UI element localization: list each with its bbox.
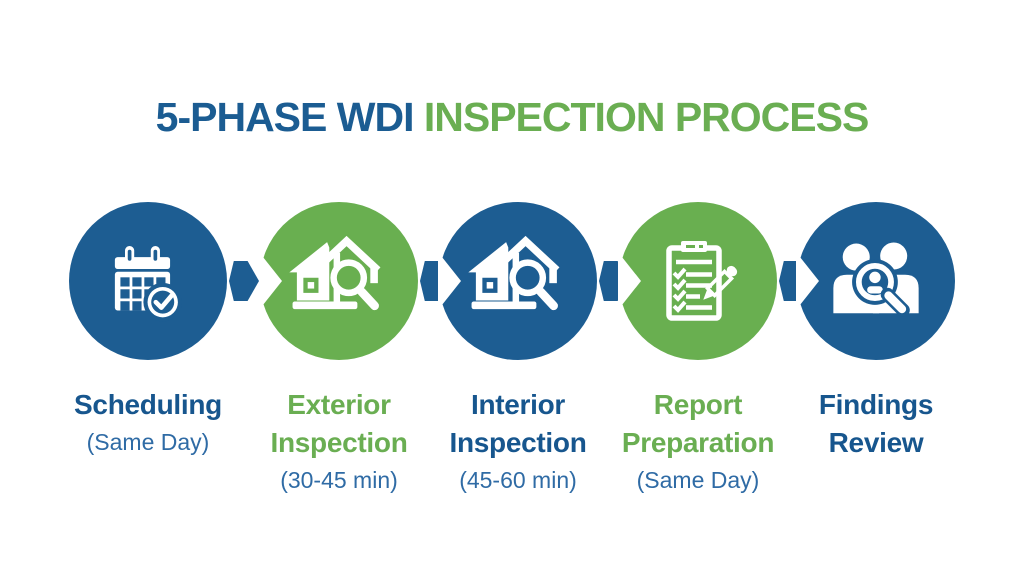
- phase-title: Scheduling: [74, 389, 222, 420]
- phase-circle-interior-inspection: [439, 202, 597, 360]
- phase-duration: (Same Day): [86, 429, 210, 455]
- phase-circle-findings-review: [797, 202, 955, 360]
- phase-title-line2: Inspection: [449, 427, 587, 458]
- calendar-check-icon: [114, 246, 183, 322]
- page-title-part-green: INSPECTION PROCESS: [413, 94, 869, 140]
- phase-title-line2: Preparation: [621, 427, 775, 458]
- phase-label-exterior-inspection: Exterior Inspection (30-45 min): [233, 386, 445, 498]
- phase-duration: (Same Day): [636, 467, 760, 493]
- phase-title: Exterior: [287, 389, 391, 420]
- phase-title: Report: [653, 389, 743, 420]
- phase-label-scheduling: Scheduling (Same Day): [42, 386, 254, 460]
- arrow-right-icon: [229, 261, 259, 301]
- phase-title: Findings: [818, 389, 934, 420]
- phase-circle-report-preparation: [619, 202, 777, 360]
- page-title-part-blue: 5-PHASE WDI: [155, 94, 415, 140]
- phase-duration: (45-60 min): [459, 467, 577, 493]
- people-magnifier-icon: [833, 242, 919, 317]
- phase-circle-exterior-inspection: [260, 202, 418, 360]
- phase-label-findings-review: Findings Review: [770, 386, 982, 462]
- phase-duration: (30-45 min): [280, 467, 398, 493]
- phase-title: Interior: [470, 389, 566, 420]
- phase-label-report-preparation: Report Preparation (Same Day): [592, 386, 804, 498]
- house-magnifier-icon: [289, 235, 381, 311]
- page-title: 5-PHASE WDI INSPECTION PROCESS: [0, 94, 1024, 141]
- clipboard-pencil-icon: [666, 241, 738, 321]
- house-magnifier-icon: [468, 235, 560, 311]
- phase-label-interior-inspection: Interior Inspection (45-60 min): [412, 386, 624, 498]
- phase-title-line2: Inspection: [270, 427, 408, 458]
- phase-title-line2: Review: [828, 427, 924, 458]
- phase-circle-scheduling: [69, 202, 227, 360]
